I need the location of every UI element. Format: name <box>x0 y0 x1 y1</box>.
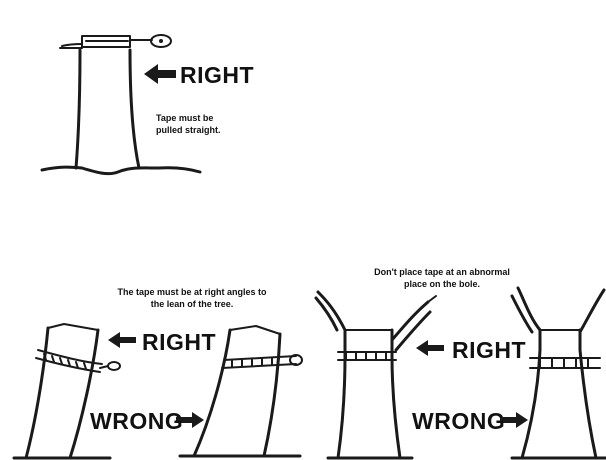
tree-bole-wrong <box>512 288 604 458</box>
tree-top-straight-tape <box>42 35 200 174</box>
right-label-lean: RIGHT <box>142 329 216 356</box>
note-right-angles: The tape must be at right angles to the … <box>92 286 292 310</box>
note-abnormal-place: Don't place tape at an abnormal place on… <box>352 266 532 290</box>
arrow-left-icon <box>416 340 444 356</box>
note-tape-straight: Tape must be pulled straight. <box>156 112 221 136</box>
ground-left <box>14 456 300 458</box>
right-label-bole: RIGHT <box>452 337 526 364</box>
wrong-label-lean: WRONG <box>90 408 183 435</box>
right-label-top: RIGHT <box>180 62 254 89</box>
arrow-left-icon <box>108 332 136 348</box>
tree-lean-correct <box>26 324 120 458</box>
arrow-left-icon <box>144 64 176 84</box>
wrong-label-bole: WRONG <box>412 408 505 435</box>
